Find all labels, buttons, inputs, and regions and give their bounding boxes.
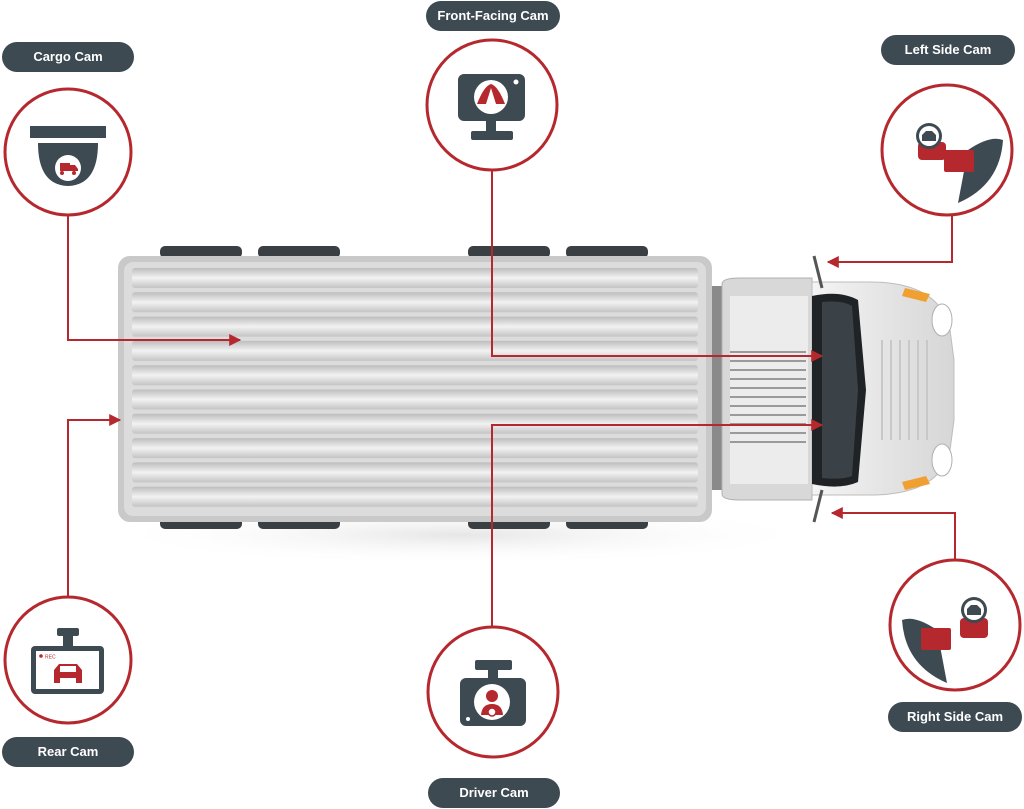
cargo-slat bbox=[132, 462, 698, 483]
connector-left bbox=[826, 215, 953, 268]
right-side-cam-label: Right Side Cam bbox=[888, 702, 1022, 732]
side-mirror-camera-icon bbox=[916, 123, 1003, 203]
cargo-slat bbox=[132, 340, 698, 361]
cargo-slat bbox=[132, 268, 698, 288]
right-side-cam-badge bbox=[888, 558, 1022, 692]
dashcam-road-icon bbox=[458, 74, 525, 140]
connector-cargo bbox=[67, 215, 242, 346]
cab bbox=[712, 255, 955, 523]
cargo-cam-label: Cargo Cam bbox=[2, 42, 134, 72]
cargo-slat bbox=[132, 365, 698, 386]
cargo-slat bbox=[132, 413, 698, 434]
rec-indicator-text: REC bbox=[45, 655, 56, 661]
connector-right bbox=[830, 507, 956, 560]
cargo-slat bbox=[132, 438, 698, 459]
rear-view-car-icon: REC bbox=[31, 628, 104, 694]
cargo-box bbox=[118, 256, 712, 522]
cargo-slat bbox=[132, 486, 698, 507]
cargo-cam-badge bbox=[3, 87, 133, 217]
left-side-cam-label: Left Side Cam bbox=[881, 35, 1015, 65]
driver-camera-icon bbox=[460, 660, 526, 726]
driver-cam-badge bbox=[426, 625, 560, 759]
rear-cam-label: Rear Cam bbox=[2, 737, 134, 767]
left-side-cam-badge bbox=[880, 83, 1014, 217]
connector-lines bbox=[67, 170, 956, 628]
cargo-slat bbox=[132, 292, 698, 313]
cargo-slat bbox=[132, 389, 698, 410]
cargo-slat bbox=[132, 316, 698, 337]
truck bbox=[100, 246, 955, 565]
side-mirror-camera-icon bbox=[902, 597, 988, 683]
connector-front bbox=[491, 170, 824, 362]
connector-driver bbox=[491, 419, 824, 628]
dome-camera-icon bbox=[30, 126, 106, 186]
front-facing-cam-label: Front-Facing Cam bbox=[426, 1, 560, 31]
front-cam-badge bbox=[425, 38, 559, 172]
connector-rear bbox=[67, 414, 122, 598]
rear-cam-badge: REC bbox=[3, 595, 133, 725]
driver-cam-label: Driver Cam bbox=[428, 778, 560, 808]
